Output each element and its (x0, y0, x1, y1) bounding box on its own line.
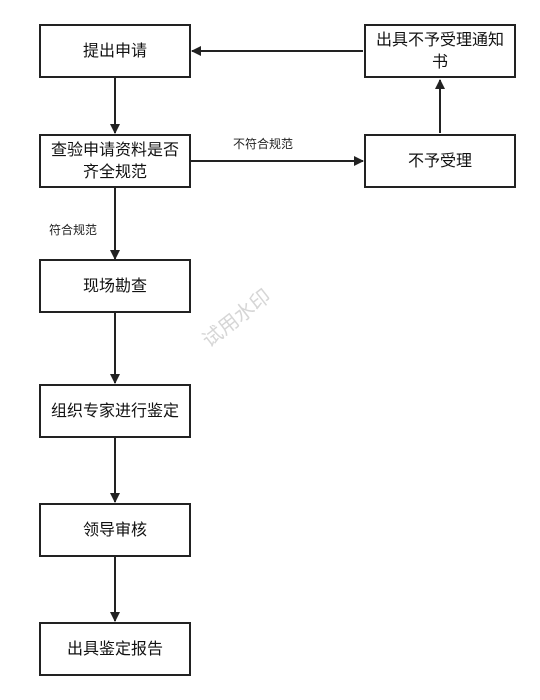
node-reject: 不予受理 (364, 134, 516, 188)
node-site-survey: 现场勘查 (39, 259, 191, 313)
node-submit-application-label: 提出申请 (82, 41, 147, 60)
node-leader-review: 领导审核 (39, 503, 191, 557)
node-rejection-notice: 出具不予受理通知书 (364, 24, 516, 78)
node-reject-label: 不予受理 (407, 151, 472, 170)
node-check-documents: 查验申请资料是否齐全规范 (39, 134, 191, 188)
node-expert-appraisal-label: 组织专家进行鉴定 (50, 401, 179, 420)
node-leader-review-label: 领导审核 (82, 520, 147, 539)
node-check-documents-label: 查验申请资料是否齐全规范 (50, 140, 179, 181)
node-rejection-notice-label: 出具不予受理通知书 (375, 30, 504, 71)
node-appraisal-report: 出具鉴定报告 (39, 622, 191, 676)
node-submit-application: 提出申请 (39, 24, 191, 78)
node-appraisal-report-label: 出具鉴定报告 (66, 639, 163, 658)
edge-label-compliant: 符合规范 (49, 223, 98, 237)
edge-label-not-compliant: 不符合规范 (233, 137, 294, 151)
node-expert-appraisal: 组织专家进行鉴定 (39, 384, 191, 438)
node-site-survey-label: 现场勘查 (82, 276, 147, 295)
